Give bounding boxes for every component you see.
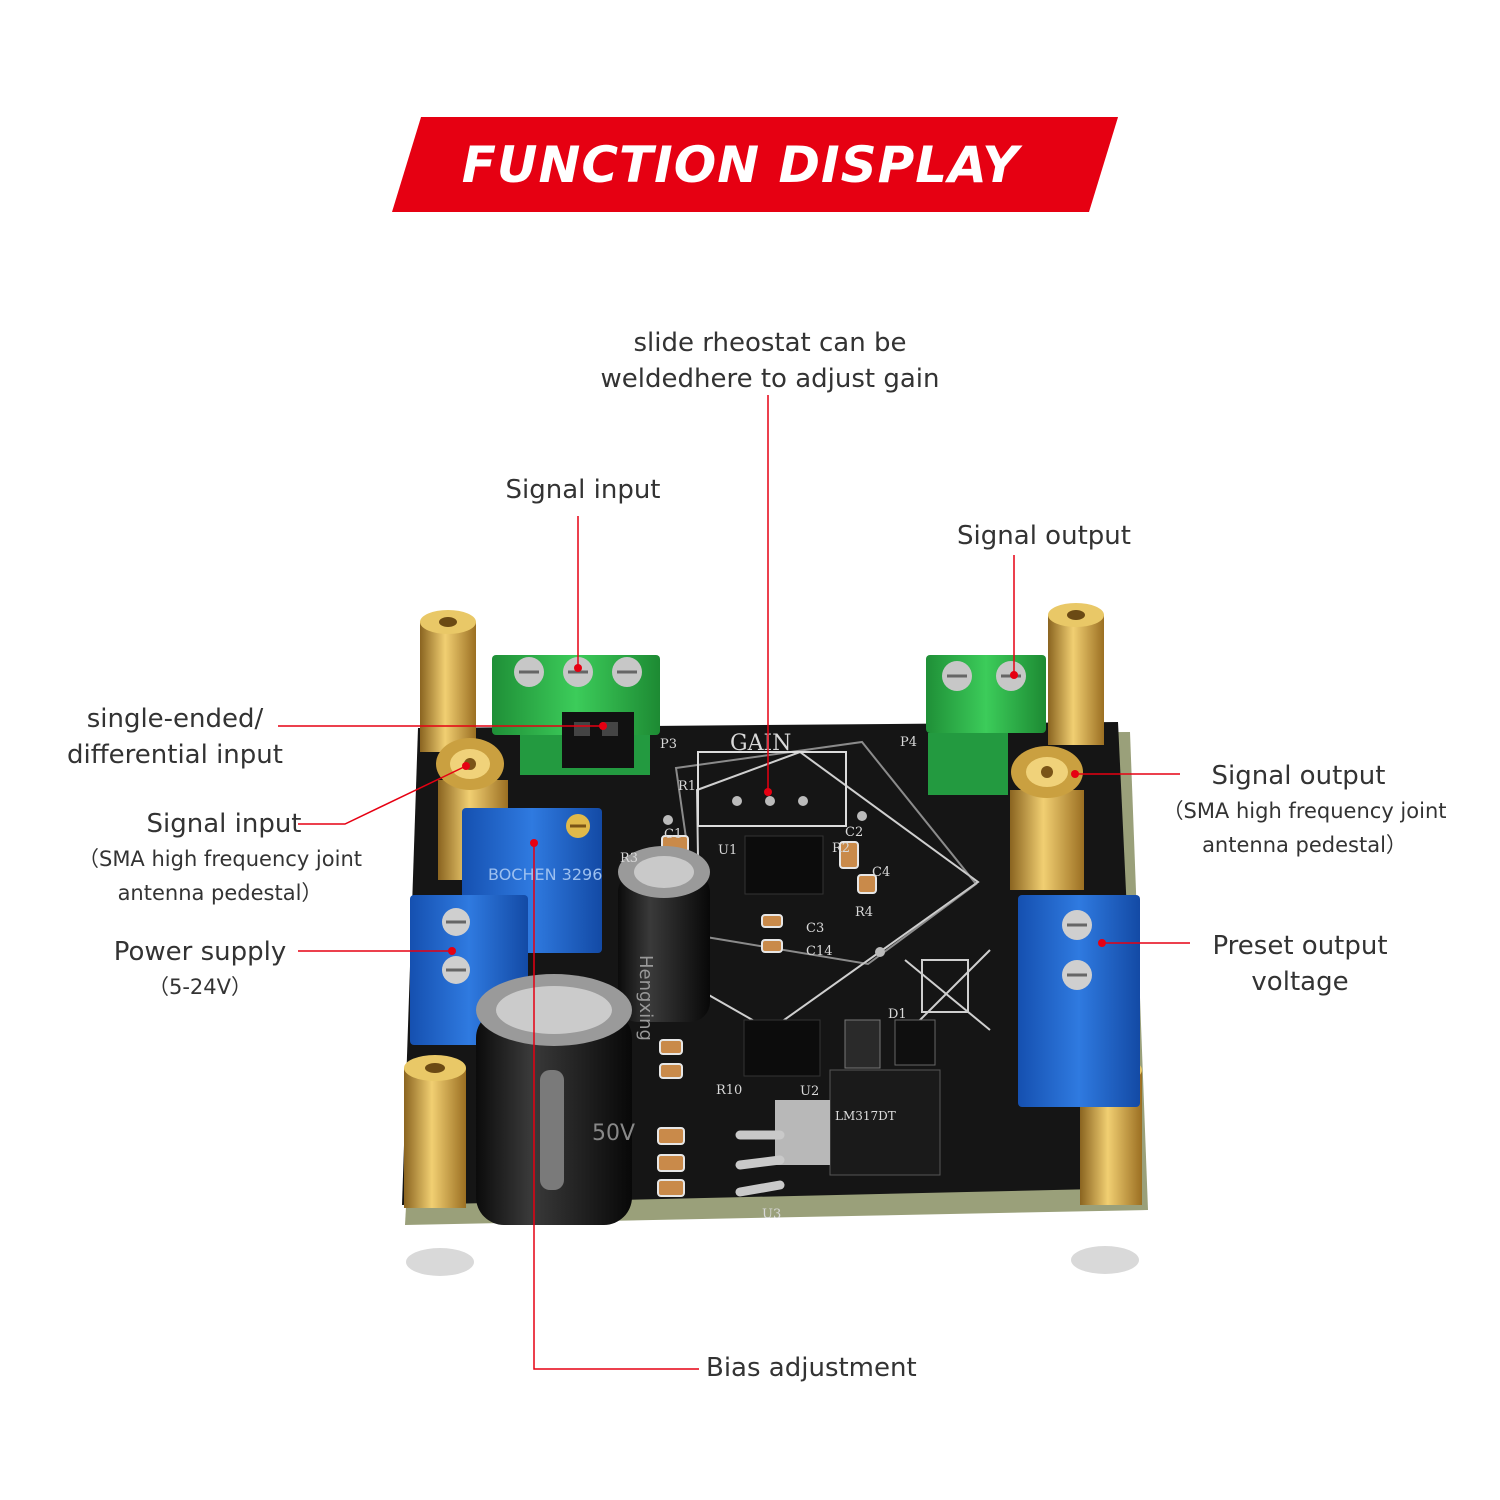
preset-output-line2: voltage <box>1251 967 1349 997</box>
silk-u1: U1 <box>718 843 737 858</box>
preset-output-line1: Preset output <box>1212 931 1388 961</box>
preset-output-label: Preset output voltage <box>1190 928 1410 1000</box>
single-ended-label: single-ended/ differential input <box>40 701 310 773</box>
power-supply-range: （5-24V） <box>147 975 253 999</box>
gain-label: slide rheostat can be weldedhere to adju… <box>565 325 975 397</box>
silk-gain: GAIN <box>730 731 791 756</box>
signal-input-sma-line1: （SMA high frequency joint <box>77 847 362 871</box>
signal-output-top-label: Signal output <box>957 521 1131 551</box>
single-ended-line2: differential input <box>67 740 283 770</box>
silk-p3: P3 <box>660 737 677 752</box>
silk-r3: R3 <box>620 851 638 866</box>
bias-adjustment-label: Bias adjustment <box>706 1353 917 1383</box>
signal-input-sma-title: Signal input <box>146 809 302 839</box>
small-electrolytic-capacitor: Hengxing <box>618 846 710 1041</box>
signal-input-sma-line2: antenna pedestal） <box>117 881 323 905</box>
silk-r4: R4 <box>855 905 873 920</box>
leader-lines <box>278 395 1190 1370</box>
silk-u3: U3 <box>762 1207 781 1222</box>
silk-regulator: LM317DT <box>835 1109 896 1123</box>
silk-r2: R2 <box>832 841 850 856</box>
silk-c1: C1 <box>664 827 682 842</box>
leader-dots <box>448 664 1106 955</box>
cap-text: Hengxing <box>635 955 656 1041</box>
banner-title: FUNCTION DISPLAY <box>461 135 1020 194</box>
jumper <box>562 712 634 768</box>
silk-r10: R10 <box>716 1083 742 1098</box>
gain-label-line2: weldedhere to adjust gain <box>600 364 940 394</box>
smd-components <box>657 835 877 1197</box>
ic-chips <box>743 835 941 1176</box>
regulator-leads <box>735 1130 785 1197</box>
power-supply-label: Power supply （5-24V） <box>90 934 310 1004</box>
silk-c3: C3 <box>806 921 824 936</box>
silk-c14: C14 <box>806 944 833 959</box>
signal-input-top-label: Signal input <box>505 475 661 505</box>
silk-c4: C4 <box>872 865 890 880</box>
signal-output-sma-line1: （SMA high frequency joint <box>1162 799 1447 823</box>
pot-text: BOCHEN 3296 <box>488 865 602 884</box>
gain-label-line1: slide rheostat can be <box>633 328 907 358</box>
sma-connector-right <box>1010 746 1084 890</box>
blue-terminal-preset <box>1018 895 1140 1107</box>
large-electrolytic-capacitor: 50V <box>476 974 635 1225</box>
silk-p4: P4 <box>900 735 917 750</box>
silk-r1: R1 <box>678 779 696 794</box>
signal-output-sma-line2: antenna pedestal） <box>1202 833 1407 857</box>
silk-d1: D1 <box>888 1007 907 1022</box>
silk-c2: C2 <box>845 825 863 840</box>
signal-input-sma-label: Signal input （SMA high frequency joint a… <box>40 806 400 910</box>
signal-output-sma-title: Signal output <box>1211 761 1386 791</box>
power-supply-title: Power supply <box>113 937 287 967</box>
signal-output-sma-label: Signal output （SMA high frequency joint … <box>1132 758 1477 862</box>
big-cap-text: 50V <box>592 1121 635 1146</box>
single-ended-line1: single-ended/ <box>86 704 264 734</box>
silk-u2: U2 <box>800 1084 819 1099</box>
